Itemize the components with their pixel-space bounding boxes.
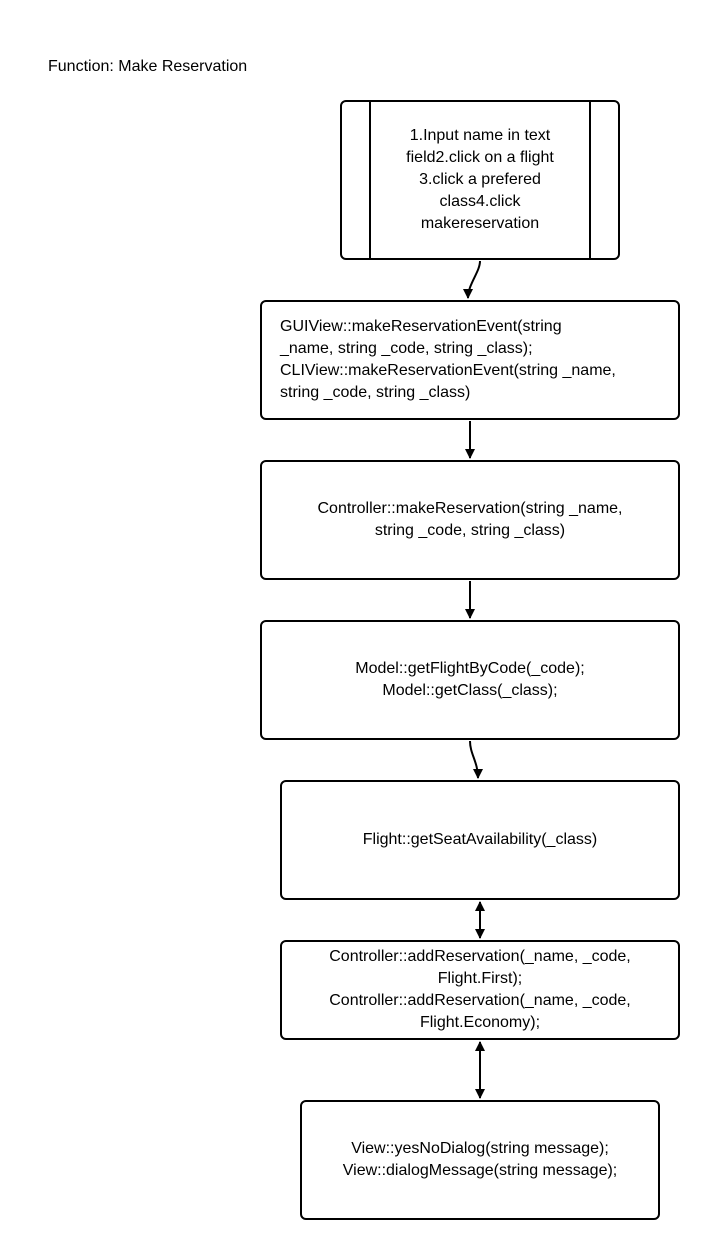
user-actions-text: 1.Input name in text field2.click on a f… [406,127,554,232]
model-lookup-text: Model::getFlightByCode(_code); Model::ge… [355,660,585,699]
subprocess-left-bar [369,102,371,258]
model-lookup-box: Model::getFlightByCode(_code); Model::ge… [260,620,680,740]
view-event-text: GUIView::makeReservationEvent(string _na… [280,318,616,401]
seat-availability-text: Flight::getSeatAvailability(_class) [362,831,598,848]
arrow-actions-to-view [463,260,481,299]
seat-availability-box: Flight::getSeatAvailability(_class) [280,780,680,900]
arrow-model-to-flight [469,740,483,779]
controller-make-reservation-text: Controller::makeReservation(string _name… [317,500,623,539]
add-reservation-box: Controller::addReservation(_name, _code,… [280,940,680,1040]
user-actions-subprocess: 1.Input name in text field2.click on a f… [340,100,620,260]
subprocess-right-bar [589,102,591,258]
controller-make-reservation-box: Controller::makeReservation(string _name… [260,460,680,580]
view-event-box: GUIView::makeReservationEvent(string _na… [260,300,680,420]
dialog-text: View::yesNoDialog(string message); View:… [342,1140,618,1179]
diagram-title: Function: Make Reservation [48,58,248,75]
add-reservation-text: Controller::addReservation(_name, _code,… [329,948,631,1031]
dialog-box: View::yesNoDialog(string message); View:… [300,1100,660,1220]
